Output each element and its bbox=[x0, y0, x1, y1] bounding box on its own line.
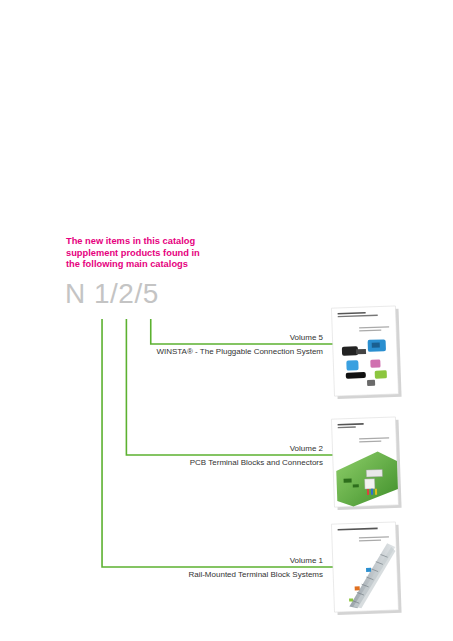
catalog-code: N 1/2/5 bbox=[65, 279, 159, 309]
leader-line bbox=[102, 319, 333, 567]
intro-heading: The new items in this catalog supplement… bbox=[66, 236, 206, 271]
cover-volume-5 bbox=[331, 306, 401, 399]
volume-number: Volume 5 bbox=[290, 333, 323, 343]
volume-number: Volume 2 bbox=[290, 444, 323, 454]
catalog-name: Rail-Mounted Terminal Block Systems bbox=[188, 570, 323, 580]
cover-volume-1 bbox=[331, 522, 401, 615]
leader-line bbox=[151, 319, 333, 344]
catalog-name: WINSTA® - The Pluggable Connection Syste… bbox=[156, 347, 323, 357]
leader-line bbox=[126, 319, 333, 455]
cover-volume-2 bbox=[331, 417, 401, 510]
volume-number: Volume 1 bbox=[290, 556, 323, 566]
catalog-name: PCB Terminal Blocks and Connectors bbox=[190, 458, 323, 468]
